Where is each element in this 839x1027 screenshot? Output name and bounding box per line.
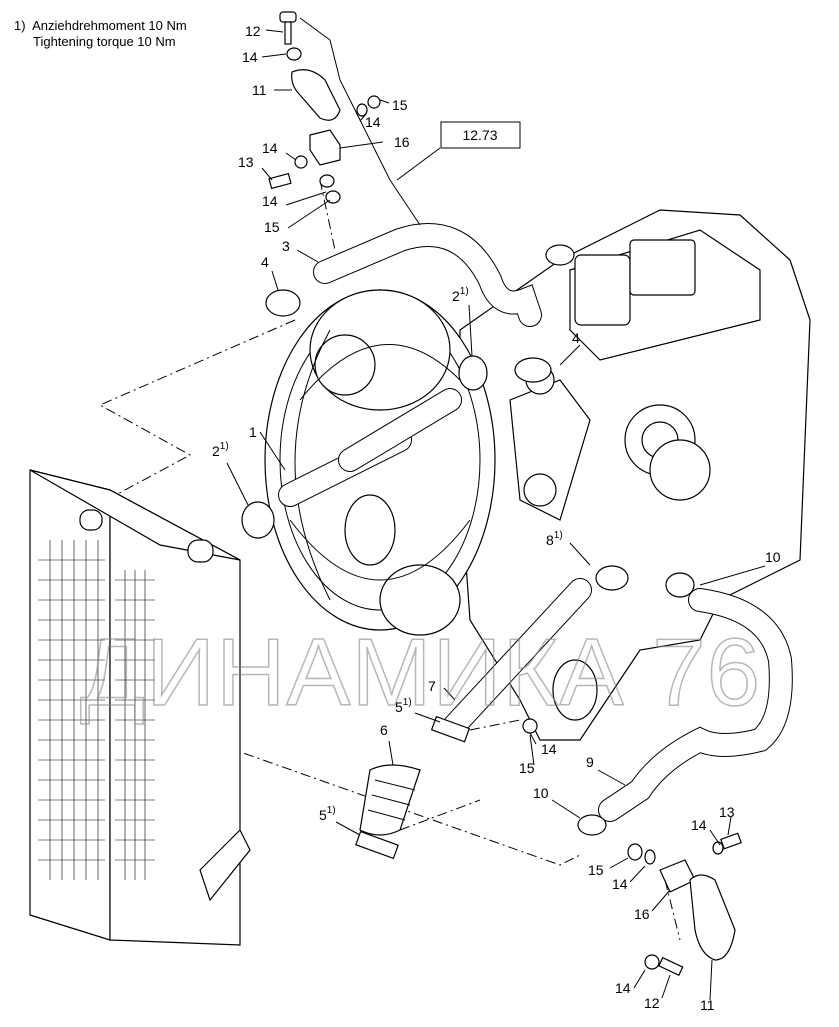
- bracket-hardware-bottom: [522, 718, 742, 976]
- callout: 15: [519, 760, 535, 776]
- callout: 10: [533, 785, 549, 801]
- callout: 15: [264, 219, 280, 235]
- callout: 14: [691, 817, 707, 833]
- assembly-lines: [59, 179, 681, 941]
- hose-clamps: [241, 289, 695, 860]
- callout: 51): [319, 805, 336, 823]
- callout: 4: [572, 330, 580, 346]
- radiator: [29, 469, 251, 946]
- callout: 10: [765, 549, 781, 565]
- callout: 13: [238, 154, 254, 170]
- torque-note: 1) Anziehdrehmoment 10 Nm Tightening tor…: [14, 18, 187, 50]
- reference-box-label: 12.73: [462, 127, 497, 143]
- callout: 15: [392, 97, 408, 113]
- callout: 1: [249, 424, 257, 440]
- note-marker: 1): [14, 18, 26, 33]
- callout: 13: [719, 804, 735, 820]
- callout-labels: 12 14 11 15 14 16 14 13 14 15 3 4 21) 4 …: [212, 23, 781, 1013]
- callout: 7: [428, 678, 436, 694]
- reference-box[interactable]: 12.73: [440, 121, 521, 149]
- callout: 14: [615, 980, 631, 996]
- callout: 14: [262, 140, 278, 156]
- callout: 21): [452, 286, 469, 304]
- callout: 6: [380, 722, 388, 738]
- callout: 11: [700, 997, 715, 1013]
- callout: 11: [252, 82, 267, 98]
- callout: 16: [634, 906, 650, 922]
- leader-lines: [226, 29, 766, 1001]
- note-english: Tightening torque 10 Nm: [33, 34, 176, 49]
- callout: 15: [588, 862, 604, 878]
- note-german: Anziehdrehmoment 10 Nm: [32, 18, 187, 33]
- callout: 14: [365, 114, 381, 130]
- callout: 4: [261, 254, 269, 270]
- hoses: [278, 223, 793, 836]
- callout: 14: [262, 193, 278, 209]
- bracket-hardware-top: [268, 11, 421, 226]
- callout: 12: [245, 23, 261, 39]
- watermark: ДИНАМИКА 76: [80, 619, 760, 726]
- callout: 51): [395, 697, 412, 715]
- callout: 3: [282, 238, 290, 254]
- callout: 14: [612, 876, 628, 892]
- callout: 12: [644, 995, 660, 1011]
- callout: 14: [541, 741, 557, 757]
- callout: 21): [212, 441, 229, 459]
- callout: 81): [546, 530, 563, 548]
- callout: 9: [586, 754, 594, 770]
- callout: 16: [394, 134, 410, 150]
- callout: 14: [242, 49, 258, 65]
